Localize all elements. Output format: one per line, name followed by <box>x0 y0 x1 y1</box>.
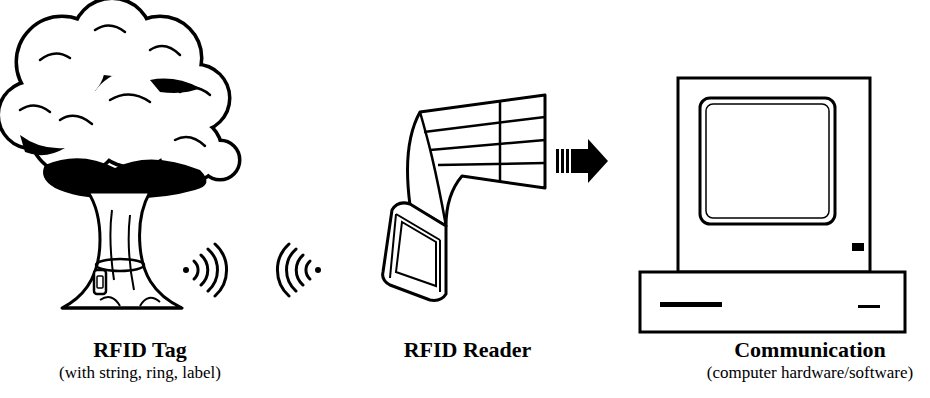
wave-source <box>183 267 189 273</box>
shading-stroke <box>95 25 125 32</box>
computer-base <box>640 272 905 332</box>
tree-canopy-fill <box>0 0 238 180</box>
component-node: RFID Reader <box>385 0 550 398</box>
disk-slot <box>660 302 722 307</box>
component-name: Communication <box>690 336 930 363</box>
handle-stripe <box>430 140 545 150</box>
root-line <box>140 298 160 306</box>
reader-handle <box>408 95 545 226</box>
head-line <box>390 214 396 278</box>
handle-stripe <box>420 112 446 226</box>
component-note: (computer hardware/software) <box>690 363 930 383</box>
shading-stroke <box>20 105 50 112</box>
wave-arc <box>306 261 310 279</box>
wave-arc <box>194 261 198 279</box>
handle-stripe <box>424 117 545 132</box>
head-line <box>439 240 441 292</box>
tree-canopy <box>0 0 238 180</box>
shading-stroke <box>150 46 180 55</box>
canopy-lobe <box>202 142 238 178</box>
canopy-shadow <box>150 79 200 93</box>
canopy-shadow <box>20 135 65 155</box>
shading-stroke <box>40 53 70 60</box>
root-line <box>100 297 120 306</box>
wave-arc <box>277 244 289 296</box>
component-node: Communication(computer hardware/software… <box>608 0 908 398</box>
tree-trunk <box>62 192 182 308</box>
canopy-shading <box>20 25 210 146</box>
canopy-lobe <box>202 142 238 178</box>
label-group: RFID Tag(with string, ring, label) <box>0 336 280 383</box>
reader-waves <box>277 244 321 296</box>
power-button <box>852 243 864 251</box>
tag-waves <box>183 244 227 296</box>
tag-chip <box>97 276 103 288</box>
wave-arc <box>215 244 227 296</box>
handle-stripe <box>499 102 502 182</box>
reader-head <box>383 203 446 301</box>
component-name: RFID Tag <box>0 336 280 363</box>
monitor-screen <box>700 98 835 224</box>
shading-stroke <box>60 116 92 124</box>
ground-line <box>62 307 182 310</box>
wave-arc <box>296 255 303 285</box>
component-node: RFID Tag(with string, ring, label) <box>0 0 280 398</box>
monitor-case <box>678 78 870 272</box>
screen-inner <box>706 104 829 218</box>
wave-arc <box>208 249 217 291</box>
component-note: (with string, ring, label) <box>0 363 280 383</box>
flow-arrow <box>556 149 588 173</box>
rfid-tag <box>94 270 106 294</box>
head-line <box>396 214 440 240</box>
head-details <box>390 214 440 292</box>
wave-arc <box>287 249 296 291</box>
wave-source <box>315 267 321 273</box>
shading-stroke <box>110 94 150 102</box>
handle-stripe <box>438 163 545 165</box>
base-light <box>858 305 880 308</box>
handle-stripes <box>420 102 545 226</box>
label-group: RFID Reader <box>385 336 550 363</box>
bark-line <box>129 215 134 290</box>
component-name: RFID Reader <box>385 336 550 363</box>
wave-arc <box>201 255 208 285</box>
label-group: Communication(computer hardware/software… <box>690 336 930 383</box>
shading-stroke <box>175 137 205 146</box>
head-window <box>396 222 436 286</box>
